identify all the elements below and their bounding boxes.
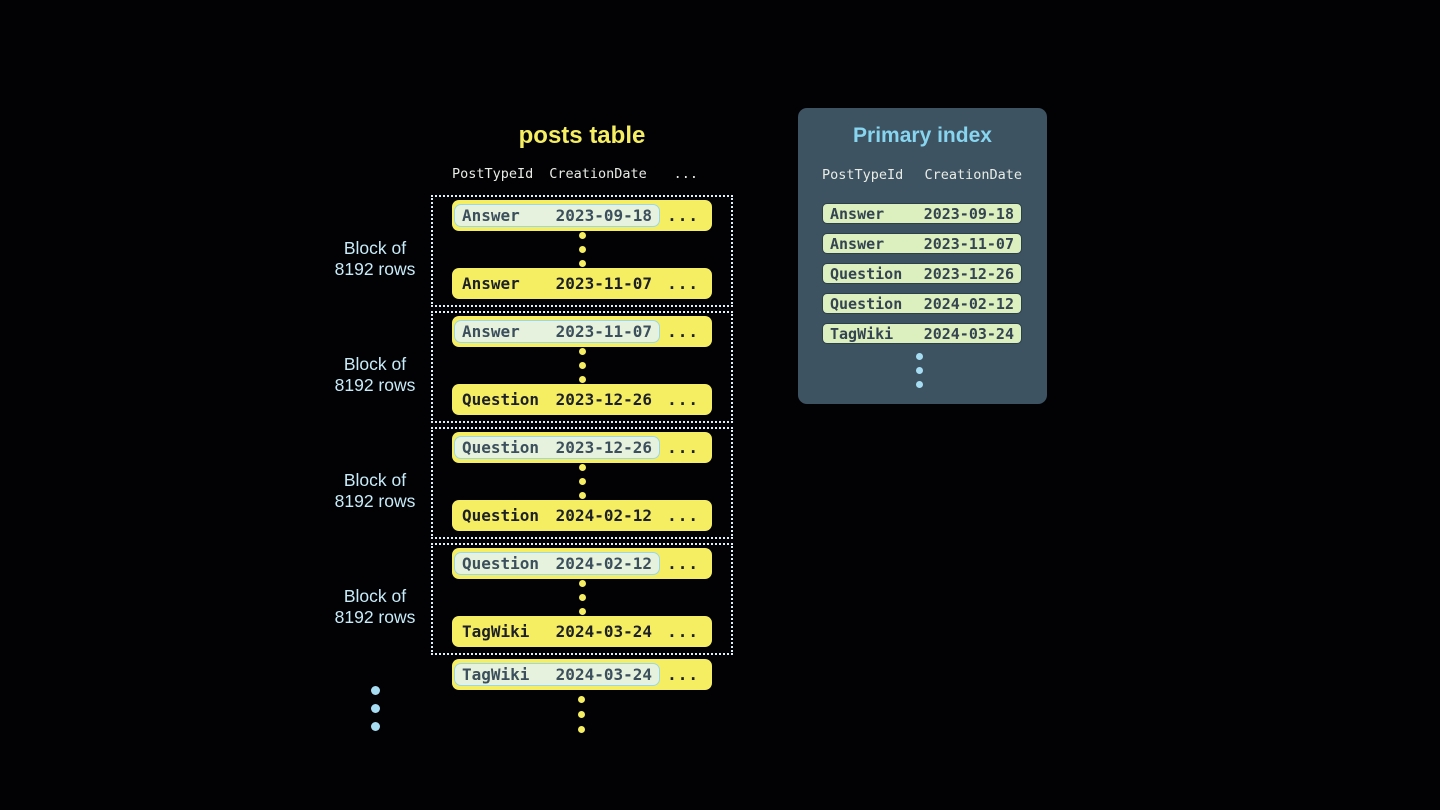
table-row: Answer 2023-09-18 ... — [452, 200, 712, 231]
posts-table-title: posts table — [518, 122, 646, 149]
row-more-columns: ... — [667, 622, 699, 641]
row-cells: TagWiki 2024-03-24 — [454, 620, 660, 643]
more-rows-ellipsis — [578, 696, 585, 733]
block-size-label: Block of 8192 rows — [334, 470, 416, 511]
row-more-columns: ... — [667, 322, 699, 341]
block-size-label: Block of 8192 rows — [334, 354, 416, 395]
cell-posttypeid: Question — [462, 506, 540, 525]
cell-posttypeid: Answer — [462, 322, 520, 341]
row-more-columns: ... — [667, 438, 699, 457]
cell-posttypeid: Question — [462, 390, 540, 409]
index-entry: Answer 2023-11-07 — [822, 233, 1022, 254]
row-cells: Question 2023-12-26 — [454, 388, 660, 411]
cell-posttypeid: Answer — [830, 234, 885, 253]
row-block-3: Question 2023-12-26 ... Question 2024-02… — [431, 427, 733, 539]
cell-creationdate: 2023-09-18 — [923, 204, 1014, 223]
table-row: Question 2024-02-12 ... — [452, 500, 712, 531]
cell-creationdate: 2024-02-12 — [923, 294, 1014, 313]
cell-creationdate: 2023-12-26 — [923, 264, 1014, 283]
hidden-rows-ellipsis — [578, 232, 586, 267]
cell-creationdate: 2023-11-07 — [555, 322, 652, 341]
cell-posttypeid: Question — [830, 264, 903, 283]
table-row: Question 2023-12-26 ... — [452, 384, 712, 415]
table-row: TagWiki 2024-03-24 ... — [452, 616, 712, 647]
table-row: Answer 2023-11-07 ... — [452, 268, 712, 299]
table-row: Answer 2023-11-07 ... — [452, 316, 712, 347]
primary-index-column-header: PostTypeId CreationDate — [822, 167, 1022, 183]
index-entry: Question 2024-02-12 — [822, 293, 1022, 314]
table-row: Question 2024-02-12 ... — [452, 548, 712, 579]
cell-posttypeid: Answer — [830, 204, 885, 223]
column-header-creationdate: CreationDate — [924, 167, 1022, 183]
cell-creationdate: 2023-12-26 — [555, 390, 652, 409]
row-more-columns: ... — [667, 506, 699, 525]
index-entry: TagWiki 2024-03-24 — [822, 323, 1022, 344]
row-cells: Question 2024-02-12 — [454, 504, 660, 527]
cell-creationdate: 2023-11-07 — [555, 274, 652, 293]
cell-creationdate: 2024-02-12 — [555, 554, 652, 573]
cell-posttypeid: Question — [462, 554, 540, 573]
row-cells: Answer 2023-11-07 — [454, 272, 660, 295]
indexed-row-highlight: Question 2024-02-12 — [454, 552, 660, 575]
row-block-4: Question 2024-02-12 ... TagWiki 2024-03-… — [431, 543, 733, 655]
primary-index-panel: Primary index PostTypeId CreationDate An… — [798, 108, 1047, 404]
hidden-rows-ellipsis — [578, 580, 586, 615]
cell-posttypeid: TagWiki — [462, 622, 530, 641]
table-row: TagWiki 2024-03-24 ... — [452, 659, 712, 690]
more-index-entries-ellipsis — [916, 353, 923, 388]
row-more-columns: ... — [667, 390, 699, 409]
index-entry: Question 2023-12-26 — [822, 263, 1022, 284]
more-blocks-ellipsis — [371, 686, 380, 731]
row-more-columns: ... — [667, 274, 699, 293]
block-size-label: Block of 8192 rows — [334, 586, 416, 627]
cell-creationdate: 2023-09-18 — [555, 206, 652, 225]
posts-table-column-header: PostTypeId CreationDate ... — [452, 166, 698, 182]
cell-creationdate: 2024-03-24 — [923, 324, 1014, 343]
cell-posttypeid: Question — [830, 294, 903, 313]
column-header-creationdate: CreationDate — [549, 166, 647, 182]
row-more-columns: ... — [667, 665, 699, 684]
hidden-rows-ellipsis — [578, 348, 586, 383]
row-block-1: Answer 2023-09-18 ... Answer 2023-11-07 … — [431, 195, 733, 307]
cell-posttypeid: Answer — [462, 274, 520, 293]
cell-posttypeid: Answer — [462, 206, 520, 225]
block-size-label: Block of 8192 rows — [334, 238, 416, 279]
index-entry: Answer 2023-09-18 — [822, 203, 1022, 224]
cell-creationdate: 2024-02-12 — [555, 506, 652, 525]
column-header-more: ... — [673, 166, 698, 182]
cell-creationdate: 2023-11-07 — [923, 234, 1014, 253]
row-more-columns: ... — [667, 206, 699, 225]
cell-creationdate: 2024-03-24 — [555, 665, 652, 684]
cell-posttypeid: Question — [462, 438, 540, 457]
hidden-rows-ellipsis — [578, 464, 586, 499]
indexed-row-highlight: Question 2023-12-26 — [454, 436, 660, 459]
column-header-posttypeid: PostTypeId — [822, 167, 904, 183]
indexed-row-highlight: Answer 2023-11-07 — [454, 320, 660, 343]
table-row: Question 2023-12-26 ... — [452, 432, 712, 463]
indexed-row-highlight: TagWiki 2024-03-24 — [454, 663, 660, 686]
row-more-columns: ... — [667, 554, 699, 573]
row-block-2: Answer 2023-11-07 ... Question 2023-12-2… — [431, 311, 733, 423]
cell-creationdate: 2024-03-24 — [555, 622, 652, 641]
indexed-row-highlight: Answer 2023-09-18 — [454, 204, 660, 227]
cell-posttypeid: TagWiki — [462, 665, 530, 684]
cell-posttypeid: TagWiki — [830, 324, 894, 343]
column-header-posttypeid: PostTypeId — [452, 166, 534, 182]
primary-index-title: Primary index — [853, 124, 992, 147]
cell-creationdate: 2023-12-26 — [555, 438, 652, 457]
